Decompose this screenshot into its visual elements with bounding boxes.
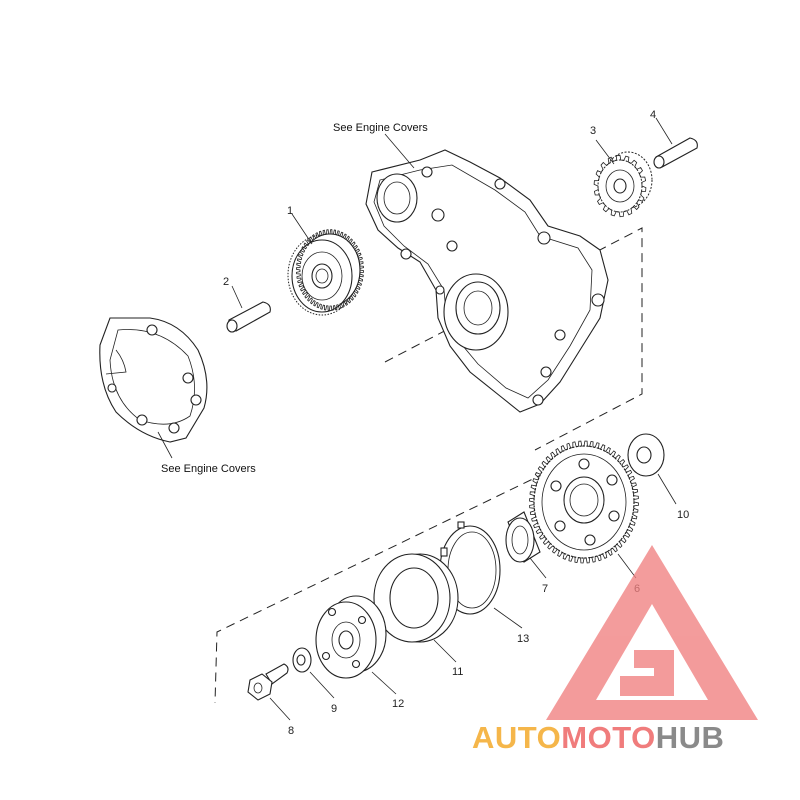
callout-7: 7 [542,583,548,595]
callout-13: 13 [517,633,529,645]
watermark-logo-mark [546,545,758,720]
watermark-hub: HUB [655,720,725,755]
needle-bearing-7 [505,511,541,563]
main-engine-cover [365,149,609,413]
callout-11: 11 [452,666,463,678]
starter-gear-6 [529,440,639,564]
gear-teeth-outline [529,440,639,564]
watermark-moto: MOTO [561,720,656,755]
callout-10: 10 [677,509,689,521]
sprag-ring-11 [373,553,459,643]
pin-2 [226,301,271,333]
idler-gear-1 [287,229,365,316]
pin-4 [653,137,698,169]
callout-8: 8 [288,725,294,737]
callout-3: 3 [590,125,596,137]
leader-lines [157,117,677,721]
bolt-8 [247,663,289,701]
gear-teeth-outline [593,154,647,218]
clutch-hub-12 [315,595,387,679]
watermark-auto: AUTO [472,720,562,755]
watermark-brand-text: AUTOMOTOHUB [472,718,798,758]
callout-1: 1 [287,205,293,217]
note-see-engine-covers-left: See Engine Covers [161,463,256,475]
note-see-engine-covers-top: See Engine Covers [333,122,428,134]
washer-9 [292,647,312,673]
left-engine-cover [99,317,208,443]
gear-3 [593,151,653,218]
gear-teeth-outline [295,229,365,311]
callout-12: 12 [392,698,404,710]
upper-assembly-frame [384,227,643,451]
callout-9: 9 [331,703,337,715]
callout-4: 4 [650,109,656,121]
washer-10 [627,433,665,477]
callout-2: 2 [223,276,229,288]
lower-assembly-frame [214,459,573,704]
